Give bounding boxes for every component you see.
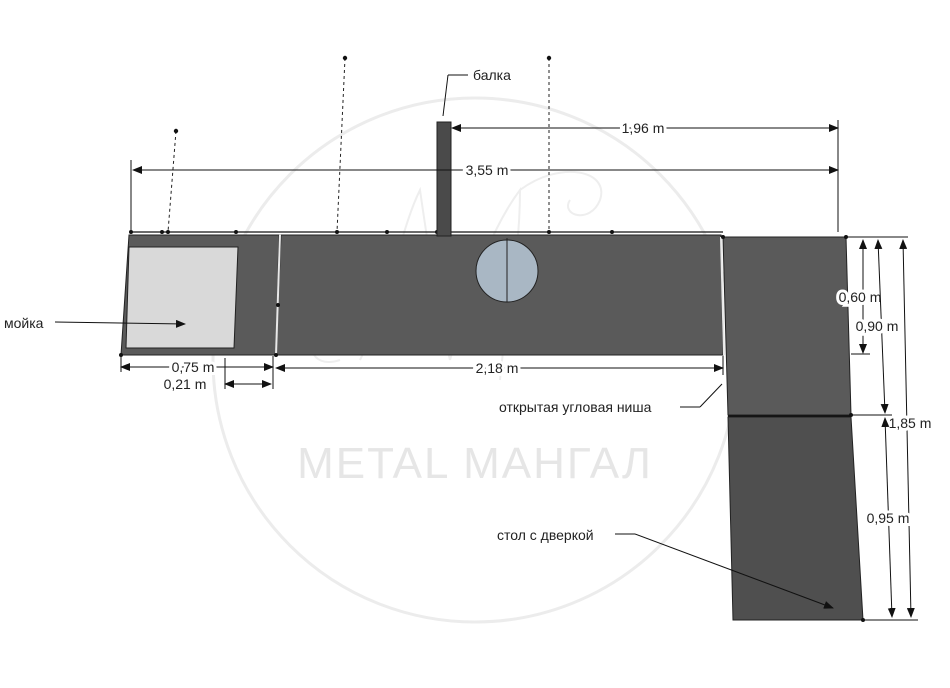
reference-line-tips	[173, 55, 552, 134]
beam	[436, 121, 452, 237]
sink-leader	[54, 319, 186, 328]
table-door-leader-diag	[634, 533, 834, 609]
watermark-text: METAL МАНГАЛ	[297, 439, 653, 488]
dimension-total-length	[130, 160, 839, 232]
dimension-sink-gap-label: 0,21 m	[164, 376, 207, 392]
corner-niche-leader-diag	[699, 383, 723, 408]
dimension-right-total	[846, 236, 915, 618]
watermark: METAL МАНГАЛ	[211, 96, 739, 624]
sink	[125, 246, 239, 349]
dimension-sink-width-label: 0,75 m	[172, 359, 215, 375]
dimension-corner-length-label: 0,90 m	[856, 318, 899, 334]
dimension-table-length-label: 0,95 m	[867, 510, 910, 526]
dimension-beam-offset	[451, 120, 839, 232]
table-with-door	[727, 416, 864, 621]
dimension-sink-width	[120, 356, 274, 389]
vertex-points	[119, 235, 865, 622]
dimension-middle-length	[275, 356, 724, 375]
corner-niche-label: открытая угловая ниша	[499, 399, 652, 415]
corner-seam	[720, 236, 725, 356]
dimension-beam-offset-label: 1,96 m	[622, 120, 665, 136]
beam-label: балка	[473, 67, 511, 83]
dimension-table-length	[863, 417, 918, 621]
dimension-corner-length	[851, 239, 892, 416]
counter-corner-section	[722, 236, 852, 416]
reference-lines	[167, 57, 550, 233]
table-door-label: стол с дверкой	[497, 527, 594, 543]
dimension-total-length-label: 3,55 m	[466, 162, 509, 178]
dimension-corner-depth-label: 0,60 m	[839, 289, 882, 305]
beam-leader	[442, 74, 449, 117]
counter-seam	[275, 234, 281, 356]
dimension-right-total-label: 1,85 m	[889, 415, 932, 431]
dimension-sink-gap	[224, 358, 272, 389]
dimension-middle-length-label: 2,18 m	[476, 360, 519, 376]
sink-label: мойка	[4, 315, 44, 331]
